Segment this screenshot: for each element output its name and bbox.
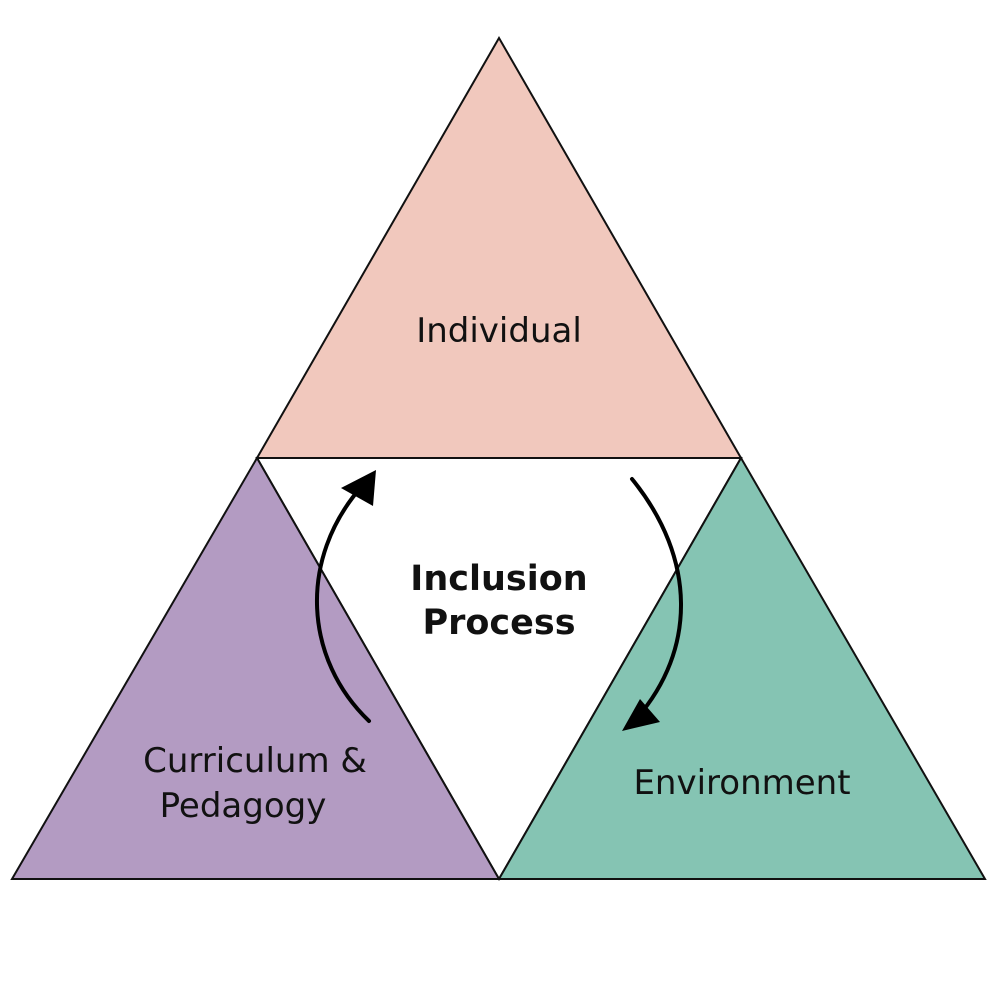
center-label-line2: Process [422, 603, 575, 643]
individual-triangle [255, 35, 743, 459]
environment-label: Environment [633, 763, 850, 803]
center-label-line1: Inclusion [410, 559, 587, 599]
curriculum-label-line1: Curriculum & [143, 741, 367, 781]
curriculum-label-line2: Pedagogy [160, 786, 327, 826]
environment-triangle [497, 455, 987, 880]
curved-arrow-up-icon [314, 470, 376, 723]
curriculum-pedagogy-triangle [10, 456, 501, 880]
individual-label: Individual [416, 311, 582, 351]
curved-arrow-down-icon [622, 477, 683, 731]
